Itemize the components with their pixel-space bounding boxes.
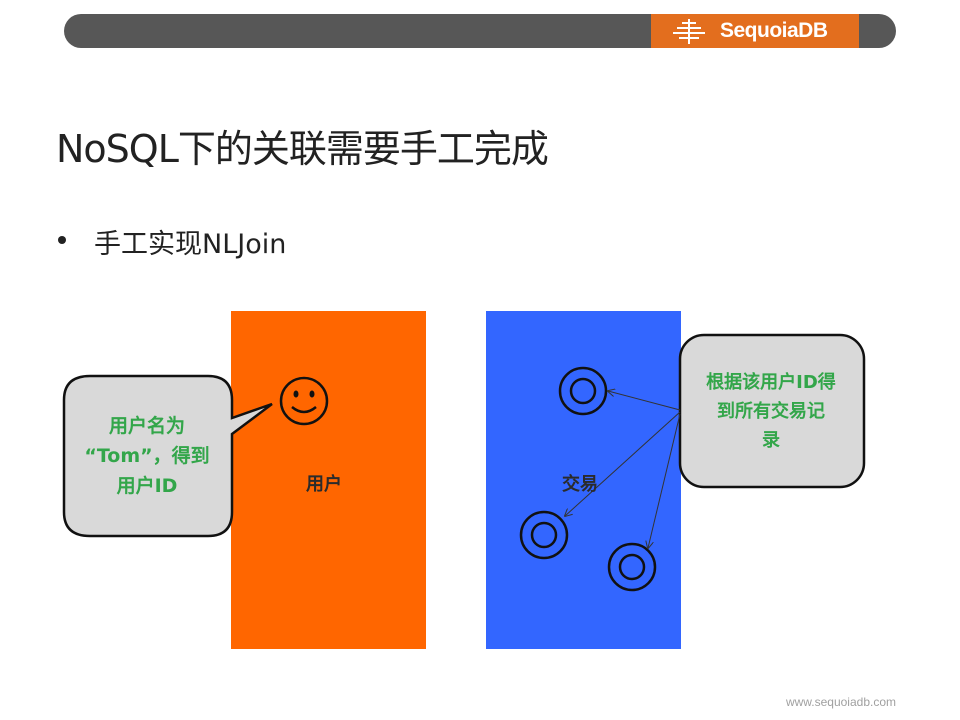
trades-panel-label: 交易	[562, 474, 598, 495]
lookup-arrow	[648, 413, 681, 548]
ring-record-icon	[519, 510, 569, 560]
users-panel-label: 用户	[306, 474, 342, 495]
header-bar: SequoiaDB	[64, 14, 896, 48]
right-callout-line: 到所有交易记	[717, 401, 825, 422]
brand-logo: SequoiaDB	[651, 14, 859, 48]
ring-record-icon	[607, 542, 657, 592]
left-callout-line: “Tom”，得到	[84, 445, 210, 467]
ring-record-icon	[558, 366, 608, 416]
lookup-arrow	[565, 411, 681, 516]
tree-icon	[673, 19, 705, 44]
lookup-arrow	[608, 391, 681, 411]
left-callout-line: 用户名为	[108, 415, 185, 437]
users-panel	[231, 311, 426, 649]
right-callout-text: 根据该用户ID得 到所有交易记 录	[686, 368, 856, 455]
bullet-dot	[58, 236, 66, 244]
brand-name: SequoiaDB	[720, 19, 828, 42]
bullet-item: 手工实现NLJoin	[94, 229, 287, 260]
slide-title: NoSQL下的关联需要手工完成	[56, 127, 549, 171]
right-callout-line: 根据该用户ID得	[706, 372, 836, 393]
left-callout-text: 用户名为 “Tom”，得到 用户ID	[74, 411, 220, 501]
right-callout-bubble	[678, 333, 866, 489]
left-callout-line: 用户ID	[116, 475, 178, 497]
left-callout-bubble	[62, 374, 273, 538]
footer-url: www.sequoiadb.com	[785, 695, 896, 709]
smiley-face-icon	[279, 376, 329, 426]
right-callout-line: 录	[762, 430, 780, 451]
